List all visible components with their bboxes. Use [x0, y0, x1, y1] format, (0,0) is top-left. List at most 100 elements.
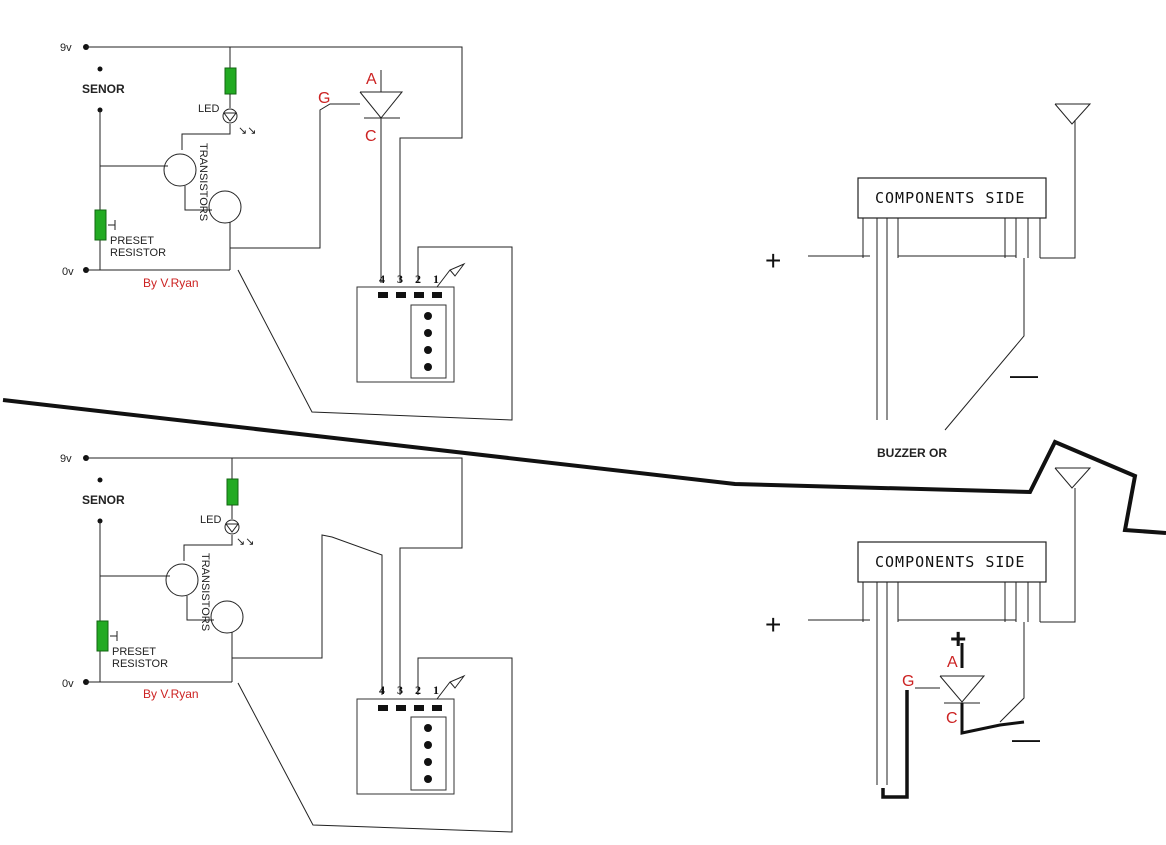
preset-resistor — [96, 620, 109, 652]
top-circuit: 9v SENOR PRESET RESISTOR 0v LED ↘↘ TRANS… — [60, 42, 513, 421]
preset-wiper — [110, 631, 118, 641]
return-wire — [237, 246, 513, 421]
module-antenna-icon — [436, 674, 466, 700]
connector-hole — [424, 741, 432, 749]
module-pin-4: 4 — [379, 683, 385, 697]
connector-hole — [424, 312, 432, 320]
ground-label: 0v — [62, 678, 74, 690]
receiver-board-label: COMPONENTS SIDE — [875, 553, 1025, 571]
transistor-link — [184, 186, 212, 211]
connector-hole — [424, 775, 432, 783]
divider-line — [2, 398, 1166, 535]
transistors-label: TRANSISTORS — [199, 553, 211, 631]
led — [224, 519, 240, 535]
scr-symbol — [359, 91, 404, 119]
led-symbol — [223, 112, 237, 122]
led — [222, 108, 238, 124]
receiver-board-label: COMPONENTS SIDE — [875, 189, 1025, 207]
connector-hole — [424, 363, 432, 371]
module-pin-4: 4 — [379, 272, 385, 286]
connector-hole — [424, 346, 432, 354]
preset-label-1: PRESET — [112, 646, 156, 658]
module-pin-3: 3 — [397, 272, 403, 286]
transistor-1 — [163, 153, 197, 187]
plus-symbol: + — [765, 245, 781, 276]
plus-symbol: + — [765, 609, 781, 640]
supply-rail — [86, 457, 463, 695]
scr-gate-wire — [881, 690, 909, 799]
supply-rail — [86, 46, 463, 283]
transistors-label: TRANSISTORS — [197, 143, 209, 221]
buzzer-label: BUZZER OR — [877, 446, 947, 460]
supply-label: 9v — [60, 42, 72, 54]
module-pin-2: 2 — [415, 272, 421, 286]
bottom-circuit: 9v SENOR PRESET RESISTOR 0v LED ↘↘ TRANS… — [60, 453, 513, 833]
antenna-icon — [1054, 467, 1092, 489]
antenna-icon — [1054, 103, 1092, 125]
scr-gate-label: G — [902, 673, 914, 690]
module-pad-3 — [396, 705, 406, 711]
scr-cathode-label: C — [946, 710, 958, 727]
preset-wiper — [108, 220, 116, 230]
scr-cathode-wire — [960, 703, 1025, 735]
transistor-1 — [165, 563, 199, 597]
minus-symbol: — — [1012, 723, 1040, 754]
ground-wire — [999, 622, 1025, 723]
connector-hole — [424, 724, 432, 732]
transistor-collector-wire — [181, 124, 231, 150]
sensor-terminal-top — [97, 477, 103, 483]
receiver-board — [857, 541, 1047, 583]
led-resistor — [226, 478, 239, 506]
module-pad-2 — [414, 705, 424, 711]
gate-wire — [232, 534, 383, 695]
transistor-link — [186, 596, 214, 621]
preset-label-2: RESISTOR — [110, 247, 166, 259]
antenna-wire — [1040, 488, 1076, 623]
module-pin-1: 1 — [433, 683, 439, 697]
module-pad-4 — [378, 292, 388, 298]
led-emission-icon: ↘↘ — [236, 536, 254, 548]
scr-gate-label: G — [318, 90, 330, 107]
scr-symbol — [939, 675, 986, 703]
transistor-2 — [208, 190, 242, 224]
preset-label-2: RESISTOR — [112, 658, 168, 670]
led-label: LED — [200, 514, 221, 526]
ground-label: 0v — [62, 266, 74, 278]
gate-wire — [230, 103, 360, 249]
module-pin-2: 2 — [415, 683, 421, 697]
scr-plus-symbol: + — [950, 623, 966, 654]
preset-label-1: PRESET — [110, 235, 154, 247]
supply-label: 9v — [60, 453, 72, 465]
module-pad-2 — [414, 292, 424, 298]
module-pin-1: 1 — [433, 272, 439, 286]
led-emission-icon: ↘↘ — [238, 125, 256, 137]
module-pin-3: 3 — [397, 683, 403, 697]
credit: By V.Ryan — [143, 687, 199, 701]
sensor-label: SENOR — [82, 82, 125, 96]
connector-hole — [424, 758, 432, 766]
sensor-terminal-top — [97, 66, 103, 72]
transistor-2 — [210, 600, 244, 634]
led-resistor — [224, 67, 237, 95]
antenna-wire — [1040, 120, 1076, 259]
scr-anode-label: A — [947, 654, 958, 671]
scr-cathode-label: C — [365, 128, 377, 145]
receiver-board — [857, 177, 1047, 219]
bottom-receiver: COMPONENTS SIDE + — + A G C — [765, 467, 1092, 799]
transistor-collector-wire — [183, 535, 233, 561]
module-pad-3 — [396, 292, 406, 298]
sensor-label: SENOR — [82, 493, 125, 507]
minus-symbol: — — [1010, 359, 1038, 390]
credit: By V.Ryan — [143, 276, 199, 290]
scr-anode-label: A — [366, 71, 377, 88]
top-receiver: COMPONENTS SIDE + — BUZZER OR — [765, 103, 1092, 460]
module-pad-4 — [378, 705, 388, 711]
ground-wire — [944, 258, 1025, 431]
return-wire — [237, 657, 513, 833]
module-pad-1 — [432, 292, 442, 298]
led-label: LED — [198, 103, 219, 115]
module-pad-1 — [432, 705, 442, 711]
preset-resistor — [94, 209, 107, 241]
